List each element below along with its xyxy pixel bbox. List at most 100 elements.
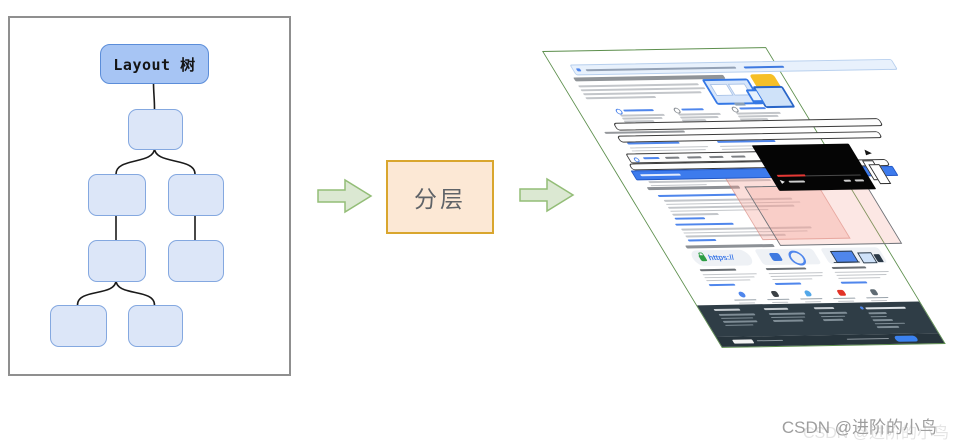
update-heading	[657, 193, 737, 198]
touch-hand-icon	[768, 252, 784, 261]
layering-step-label: 分层	[414, 186, 466, 212]
feature-heading	[680, 107, 704, 111]
stopwatch-icon	[785, 250, 810, 266]
text-line	[835, 273, 887, 276]
video-settings-icon	[843, 179, 852, 182]
tab-label	[686, 156, 702, 159]
footer-column	[713, 308, 769, 332]
text-line	[834, 270, 890, 273]
icon-caption	[870, 299, 888, 302]
footer-link	[718, 313, 756, 316]
footer-brand-heading	[864, 306, 906, 309]
learn-more-link	[674, 217, 706, 220]
play-icon	[779, 179, 787, 184]
text-line	[771, 277, 813, 281]
icon-caption	[837, 300, 855, 302]
footer-link	[820, 315, 846, 318]
tree-node	[88, 240, 146, 282]
text-line	[703, 275, 755, 279]
tab-label	[664, 156, 680, 159]
learn-more-link	[774, 282, 802, 285]
footer-link	[724, 323, 754, 326]
watermark-text: CSDN @进阶的小鸟	[781, 418, 937, 437]
text-line	[585, 96, 657, 100]
github-icon	[770, 290, 780, 297]
video-progress-rest	[804, 173, 861, 176]
learn-more-link	[708, 283, 736, 286]
watermark-ghost-text: CSDN @进阶的小鸟	[802, 425, 949, 442]
footer-link	[874, 322, 906, 325]
bottom-bar-text	[756, 339, 784, 342]
layered-page-preview: https://	[542, 47, 946, 348]
footer-column	[859, 306, 925, 333]
text-line	[671, 212, 719, 216]
tree-node	[128, 109, 183, 150]
caption-heading	[699, 268, 737, 272]
footer-heading	[713, 308, 741, 312]
tree-node	[128, 305, 183, 347]
find-out-heading	[685, 243, 775, 249]
tree-node	[50, 305, 107, 347]
avatar-icon	[632, 156, 641, 162]
icon-caption	[804, 300, 822, 303]
footer-link	[768, 312, 806, 315]
text-line	[735, 111, 781, 115]
icon-caption	[800, 298, 823, 300]
tree-node	[168, 240, 224, 282]
footer-link	[772, 319, 804, 322]
learn-more-link	[687, 239, 717, 242]
icon-caption	[738, 301, 756, 304]
performance-card	[754, 248, 822, 266]
text-line	[768, 271, 824, 275]
footer-link	[822, 318, 844, 321]
flow-arrow-right-icon	[519, 177, 575, 213]
footer-column	[763, 307, 819, 331]
footer-link	[722, 320, 758, 323]
language-select	[731, 338, 755, 344]
lock-icon	[697, 252, 708, 262]
flow-arrow-left-icon	[317, 178, 373, 214]
bottom-bar-text	[846, 337, 890, 340]
subscribe-button	[893, 335, 919, 342]
banner-layer	[569, 58, 898, 76]
card-caption	[765, 267, 834, 286]
text-line	[677, 112, 721, 116]
laptop-base	[833, 260, 861, 263]
tab-label	[642, 156, 660, 160]
text-line	[679, 116, 719, 119]
text-line	[619, 113, 665, 117]
https-card: https://	[688, 249, 756, 267]
text-line	[582, 91, 702, 96]
footer-heading	[763, 307, 789, 311]
text-line	[705, 278, 751, 282]
page-footer	[697, 301, 939, 338]
text-line	[737, 115, 779, 118]
multi-device-card	[820, 247, 888, 265]
layout-tree-root: Layout 树	[100, 44, 209, 84]
latest-updates-heading	[646, 185, 741, 191]
lock-shackle	[697, 252, 705, 257]
banner-link	[743, 65, 785, 68]
card-caption	[831, 266, 900, 285]
twitter-icon	[803, 290, 813, 297]
footer-link	[720, 316, 754, 319]
text-line	[702, 272, 758, 276]
text-line	[837, 276, 881, 279]
icon-caption	[734, 299, 757, 301]
tree-node	[88, 174, 146, 216]
layout-tree-panel: Layout 树	[8, 16, 291, 376]
icon-caption	[866, 296, 889, 299]
footer-link	[868, 312, 887, 314]
tab-label	[708, 155, 724, 159]
text-line	[621, 117, 663, 120]
card-caption	[699, 268, 768, 287]
hero-devices-illustration	[691, 73, 802, 109]
https-label: https://	[705, 252, 737, 263]
text-line	[629, 145, 709, 149]
footer-heading	[813, 306, 835, 310]
blue-layer-text	[639, 173, 682, 177]
feature-heading	[738, 106, 766, 110]
monitor-stand	[733, 102, 746, 106]
info-icon	[575, 67, 582, 72]
